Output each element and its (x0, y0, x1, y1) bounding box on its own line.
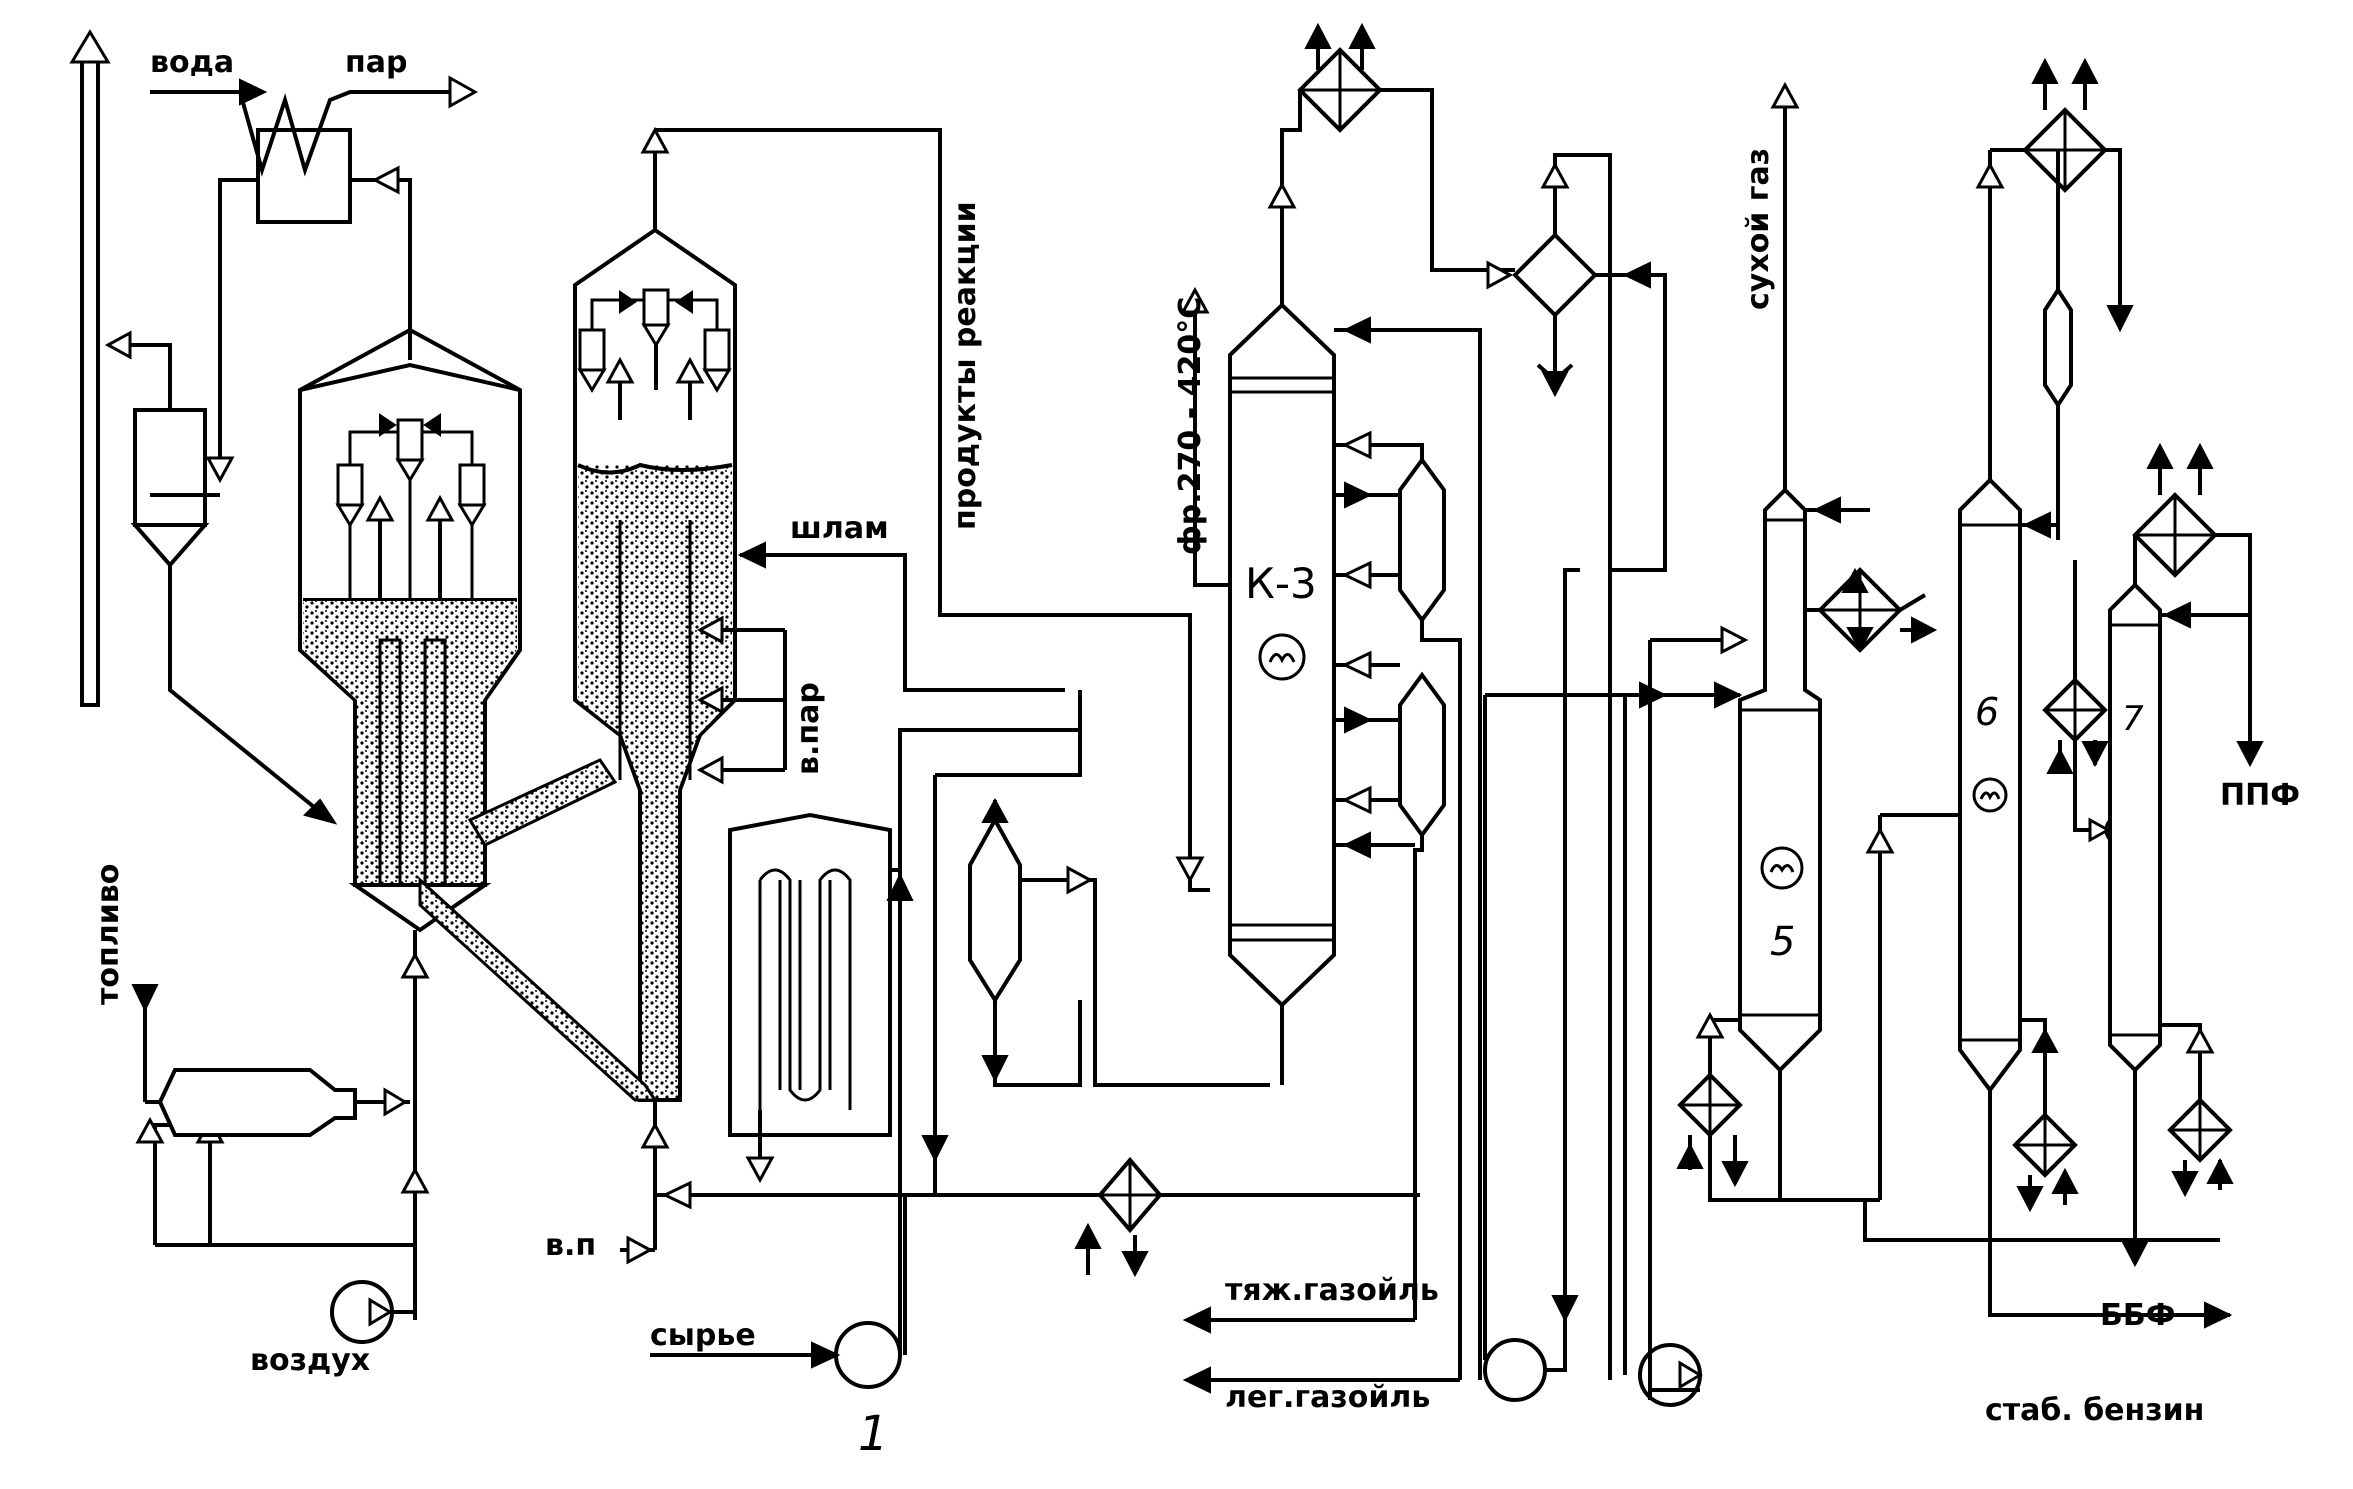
column-7-reboiler (2160, 1023, 2234, 1198)
column-5-feeds (1485, 496, 1870, 1392)
reaction-products-label: продукты реакции (948, 201, 983, 530)
column-5: 5 (1738, 81, 1822, 1200)
waste-heat-boiler (150, 75, 479, 484)
dry-gas-label: сухой газ (1741, 148, 1776, 310)
furnace (728, 812, 902, 1195)
slurry-settler (921, 690, 1270, 1195)
water-label: вода (150, 45, 234, 80)
k3-side-strippers (1334, 316, 1482, 1380)
column-6-7-exchanger (2042, 560, 2160, 846)
column-5-side-cooler (1805, 567, 1938, 653)
gasoil-outlets (1182, 1306, 1460, 1394)
ppf-label: ППФ (2220, 778, 2300, 813)
gas-separator (1432, 153, 1667, 1380)
regenerator (298, 327, 522, 933)
sludge-line (737, 541, 1065, 692)
sludge-label: шлам (790, 511, 889, 546)
column-6-reboiler (2012, 1018, 2079, 1213)
water-steam-label: в.п (545, 1228, 596, 1263)
column-5-label: 5 (1770, 919, 1795, 965)
bbf-label: ББФ (2100, 1298, 2175, 1333)
reactor (573, 126, 737, 1102)
column-6-label: 6 (1975, 690, 1999, 734)
steam-label: пар (345, 45, 407, 80)
stripping-steam-inlets (696, 615, 787, 785)
stable-gasoline-label: стаб. бензин (1985, 1393, 2204, 1428)
reaction-products-line (655, 128, 1210, 892)
feed-heat-exchanger (1074, 1156, 1163, 1278)
column-6-overhead-condenser (1990, 57, 2134, 540)
electrofilter (104, 330, 338, 825)
column-7-overhead-condenser (2132, 442, 2264, 768)
k3-overhead-condenser (1280, 22, 1515, 272)
fuel-label: топливо (91, 864, 126, 1005)
column-7-label: 7 (2122, 699, 2144, 739)
catalyst-transfer-lines (418, 758, 658, 1102)
air-label: воздух (250, 1343, 370, 1378)
heavy-gasoil-label: тяж.газойль (1225, 1273, 1439, 1308)
column-6: 6 (1958, 150, 2233, 1329)
column-6-feeds (1780, 511, 2220, 1242)
feedstock-label: сырье (650, 1318, 756, 1353)
stack (69, 29, 111, 707)
feed-pump (650, 728, 1080, 1389)
air-heater (131, 984, 410, 1137)
fraction-side-draw (1180, 286, 1230, 587)
stream-labels: вода пар топливо воздух продукты реакции… (91, 45, 2300, 1462)
stripping-steam-label: в.пар (791, 682, 826, 775)
light-gasoil-label: лег.газойль (1225, 1380, 1430, 1415)
main-fractionator-k3: К-3 (1228, 180, 1336, 1085)
riser-bottom (620, 1100, 1420, 1265)
column-7: 7 (2108, 535, 2162, 1268)
k3-label: К-3 (1245, 559, 1317, 608)
fraction-label: фр.270 - 420°С (1173, 297, 1208, 555)
feed-pump-number: 1 (858, 1406, 889, 1462)
